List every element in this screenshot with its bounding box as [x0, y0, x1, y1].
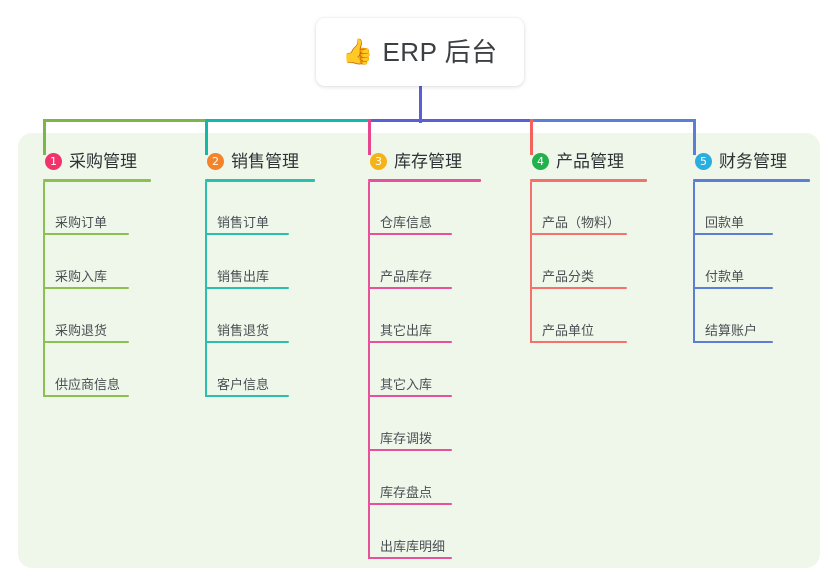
- leaf-node-采购入库[interactable]: 采购入库: [55, 269, 108, 284]
- root-trunk-line: [419, 82, 422, 123]
- branch-header-销售管理[interactable]: 2 销售管理: [207, 150, 299, 172]
- leaf-node-rule: [368, 341, 452, 343]
- leaf-node-rule: [368, 557, 452, 559]
- branch-header-库存管理[interactable]: 3 库存管理: [370, 150, 462, 172]
- leaf-node-rule: [368, 449, 452, 451]
- branch-header-rule: [530, 179, 647, 182]
- root-node-content: 👍 ERP 后台: [342, 39, 497, 65]
- branch-title-label: 产品管理: [556, 151, 624, 171]
- branch-title-label: 采购管理: [69, 151, 137, 171]
- leaf-node-销售出库[interactable]: 销售出库: [217, 269, 270, 284]
- leaf-node-rule: [368, 503, 452, 505]
- leaf-node-出库库明细[interactable]: 出库库明细: [380, 539, 446, 554]
- leaf-node-rule: [530, 287, 627, 289]
- leaf-node-rule: [205, 395, 289, 397]
- branch-spine: [368, 182, 370, 559]
- leaf-node-产品（物料）[interactable]: 产品（物料）: [542, 215, 621, 230]
- root-node-title: ERP 后台: [382, 37, 498, 67]
- branch-title-label: 库存管理: [394, 151, 462, 171]
- leaf-node-rule: [43, 341, 129, 343]
- leaf-node-回款单[interactable]: 回款单: [705, 215, 745, 230]
- leaf-node-产品分类[interactable]: 产品分类: [542, 269, 595, 284]
- branch-drop-5: [693, 119, 696, 155]
- diagram-panel-background: [18, 133, 820, 568]
- branch-title-label: 财务管理: [719, 151, 787, 171]
- leaf-node-产品库存[interactable]: 产品库存: [380, 269, 433, 284]
- leaf-node-rule: [693, 287, 773, 289]
- leaf-node-采购订单[interactable]: 采购订单: [55, 215, 108, 230]
- leaf-node-rule: [368, 233, 452, 235]
- leaf-node-rule: [530, 233, 627, 235]
- thumbs-up-icon: 👍: [342, 37, 374, 66]
- branch-number-badge: 4: [532, 152, 549, 170]
- branch-drop-4: [530, 119, 533, 155]
- leaf-node-rule: [43, 395, 129, 397]
- leaf-node-rule: [368, 287, 452, 289]
- branch-drop-3: [368, 119, 371, 155]
- leaf-node-结算账户[interactable]: 结算账户: [705, 323, 758, 338]
- branch-header-rule: [693, 179, 810, 182]
- leaf-node-其它出库[interactable]: 其它出库: [380, 323, 433, 338]
- branch-title-label: 销售管理: [231, 151, 299, 171]
- branch-header-rule: [368, 179, 481, 182]
- branch-spine: [205, 182, 207, 397]
- branch-header-rule: [43, 179, 151, 182]
- branch-drop-1: [43, 119, 46, 155]
- leaf-node-rule: [368, 395, 452, 397]
- leaf-node-产品单位[interactable]: 产品单位: [542, 323, 595, 338]
- bus-segment-1: [43, 119, 208, 122]
- branch-number-badge: 2: [207, 152, 224, 170]
- leaf-node-rule: [205, 233, 289, 235]
- leaf-node-采购退货[interactable]: 采购退货: [55, 323, 108, 338]
- leaf-node-其它入库[interactable]: 其它入库: [380, 377, 433, 392]
- leaf-node-仓库信息[interactable]: 仓库信息: [380, 215, 433, 230]
- branch-number-badge: 5: [695, 152, 712, 170]
- branch-header-产品管理[interactable]: 4 产品管理: [532, 150, 624, 172]
- leaf-node-rule: [693, 341, 773, 343]
- leaf-node-rule: [530, 341, 627, 343]
- leaf-node-rule: [693, 233, 773, 235]
- leaf-node-客户信息[interactable]: 客户信息: [217, 377, 270, 392]
- leaf-node-rule: [43, 287, 129, 289]
- branch-header-采购管理[interactable]: 1 采购管理: [45, 150, 137, 172]
- leaf-node-rule: [43, 233, 129, 235]
- leaf-node-库存盘点[interactable]: 库存盘点: [380, 485, 433, 500]
- root-node-erp-backend[interactable]: 👍 ERP 后台: [316, 18, 524, 86]
- branch-spine: [530, 182, 532, 343]
- branch-number-badge: 1: [45, 152, 62, 170]
- leaf-node-销售订单[interactable]: 销售订单: [217, 215, 270, 230]
- leaf-node-rule: [205, 341, 289, 343]
- bus-segment-4: [530, 119, 696, 122]
- branch-header-rule: [205, 179, 315, 182]
- leaf-node-销售退货[interactable]: 销售退货: [217, 323, 270, 338]
- branch-spine: [693, 182, 695, 343]
- branch-number-badge: 3: [370, 152, 387, 170]
- bus-segment-2: [205, 119, 371, 122]
- leaf-node-库存调拨[interactable]: 库存调拨: [380, 431, 433, 446]
- branch-drop-2: [205, 119, 208, 155]
- branch-spine: [43, 182, 45, 397]
- branch-header-财务管理[interactable]: 5 财务管理: [695, 150, 787, 172]
- leaf-node-付款单[interactable]: 付款单: [705, 269, 745, 284]
- leaf-node-rule: [205, 287, 289, 289]
- leaf-node-供应商信息[interactable]: 供应商信息: [55, 377, 121, 392]
- bus-segment-3: [368, 119, 533, 122]
